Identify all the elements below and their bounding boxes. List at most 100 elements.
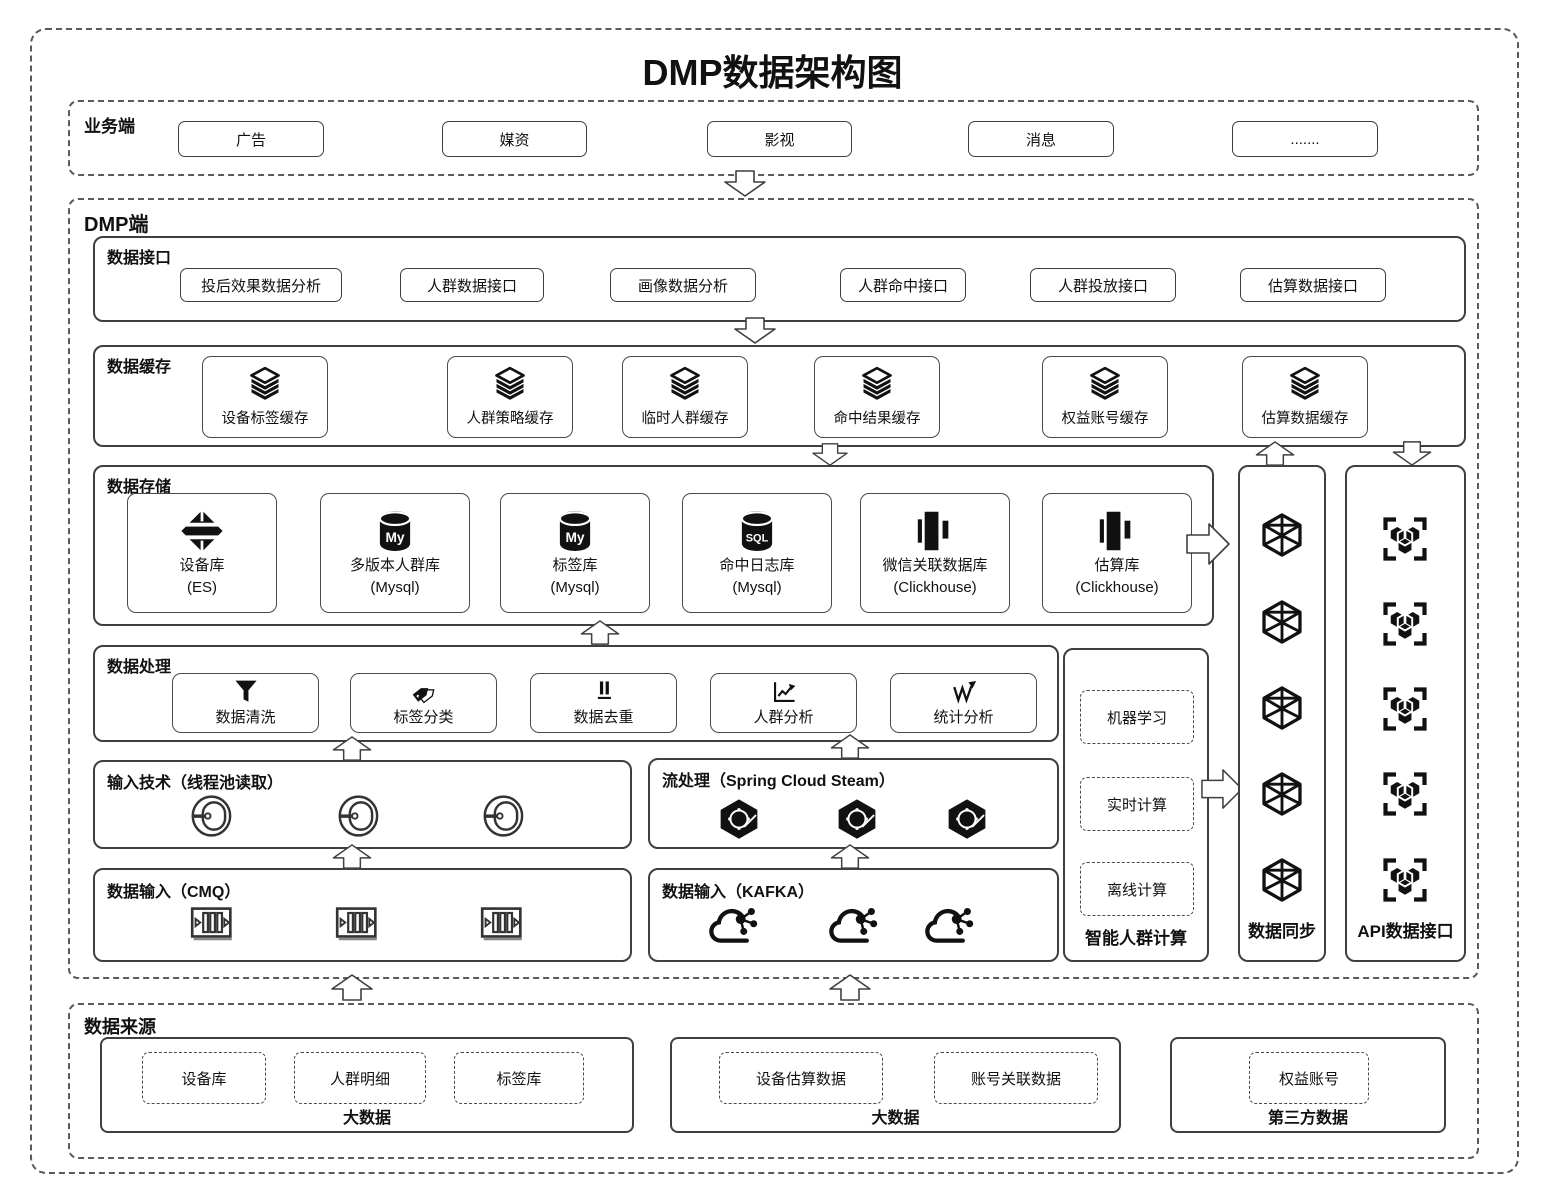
business-item-ad: 广告 [178,121,324,157]
storage-card-tech: (Mysql) [732,579,782,596]
smart-compute-item: 离线计算 [1080,862,1194,916]
layers-stack-icon [492,366,528,404]
source-item: 人群明细 [294,1052,426,1104]
input-kafka-panel: 数据输入（KAFKA） [648,868,1059,962]
cache-card: 权益账号缓存 [1042,356,1168,438]
interface-item: 人群命中接口 [840,268,966,302]
sql-database-icon [735,509,779,553]
processing-card-label: 数据去重 [573,709,634,726]
source-item: 设备估算数据 [719,1052,883,1104]
arrow-up-icon [330,972,374,1003]
cache-card-label: 设备标签缓存 [221,411,309,427]
cache-card: 估算数据缓存 [1242,356,1368,438]
business-item-video: 影视 [707,121,852,157]
storage-card-tech: (Clickhouse) [893,579,977,596]
chart-icon [771,679,797,705]
arrow-up-icon [1253,441,1297,466]
data-storage-label: 数据存储 [107,479,172,496]
input-kafka-label: 数据输入（KAFKA） [662,884,814,901]
interface-item: 画像数据分析 [610,268,756,302]
input-cmq-label: 数据输入（CMQ） [107,884,241,901]
cache-card: 命中结果缓存 [814,356,940,438]
queue-icon [187,902,237,946]
processing-card: 统计分析 [890,673,1037,733]
mysql-icon [373,509,417,553]
thread-pool-icon [479,793,525,839]
business-item-more: ....... [1232,121,1378,157]
source-item: 账号关联数据 [934,1052,1098,1104]
spring-icon [836,798,878,840]
tags-icon [409,679,439,705]
cache-card: 临时人群缓存 [622,356,748,438]
funnel-icon [233,679,259,705]
dmp-panel-label: DMP端 [84,214,149,236]
interface-item: 人群数据接口 [400,268,544,302]
data-interface-label: 数据接口 [107,250,172,267]
dedupe-icon [591,679,617,705]
layers-stack-icon [667,366,703,404]
api-hex-icon [1381,515,1429,563]
cache-card: 人群策略缓存 [447,356,573,438]
interface-item: 人群投放接口 [1030,268,1176,302]
storage-card-name: 多版本人群库 [349,556,440,574]
arrow-up-icon [330,736,374,761]
data-storage-panel: 数据存储 设备库 (ES) 多版本人群库 (Mysql) 标签库 (Mysql)… [93,465,1214,626]
stream-panel: 流处理（Spring Cloud Steam） [648,758,1059,849]
arrow-up-icon [828,972,872,1003]
cube-icon [1259,771,1305,817]
business-item-media: 媒资 [442,121,587,157]
api-hex-icon [1381,770,1429,818]
thread-pool-icon [187,793,233,839]
clickhouse-icon [1095,509,1139,553]
smart-compute-panel: 机器学习 实时计算 离线计算 智能人群计算 [1063,648,1209,962]
layers-stack-icon [1287,366,1323,404]
arrow-up-icon [828,734,872,759]
data-processing-label: 数据处理 [107,659,172,676]
kafka-cloud-icon [922,900,976,946]
cache-card-label: 命中结果缓存 [833,411,921,427]
data-processing-panel: 数据处理 数据清洗 标签分类 数据去重 人群分析 统计分析 [93,645,1059,742]
storage-card: 微信关联数据库 (Clickhouse) [860,493,1010,613]
business-panel-label: 业务端 [84,117,135,136]
processing-card: 数据清洗 [172,673,319,733]
processing-card-label: 统计分析 [933,709,994,726]
clickhouse-icon [913,509,957,553]
processing-card: 人群分析 [710,673,857,733]
cube-icon [1259,512,1305,558]
storage-card-tech: (Mysql) [550,579,600,596]
storage-card: 标签库 (Mysql) [500,493,650,613]
data-source-panel: 数据来源 设备库 人群明细 标签库 大数据 设备估算数据 账号关联数据 大数据 … [68,1003,1479,1159]
source-item: 设备库 [142,1052,266,1104]
storage-card: 多版本人群库 (Mysql) [320,493,470,613]
storage-card-name: 命中日志库 [719,556,795,574]
storage-card: 设备库 (ES) [127,493,277,613]
data-interface-panel: 数据接口 投后效果数据分析 人群数据接口 画像数据分析 人群命中接口 人群投放接… [93,236,1466,322]
source-item: 标签库 [454,1052,584,1104]
arrow-right-icon [1201,766,1243,812]
outer-border [30,28,1519,1174]
cache-card-label: 权益账号缓存 [1061,411,1149,427]
data-source-label: 数据来源 [84,1017,156,1037]
cache-card-label: 人群策略缓存 [466,411,554,427]
arrow-down-icon [1390,441,1434,466]
cache-card-label: 临时人群缓存 [641,411,729,427]
arrow-up-icon [330,844,374,869]
api-label: API数据接口 [1357,922,1454,941]
processing-card: 标签分类 [350,673,497,733]
storage-card-name: 标签库 [552,556,598,574]
arrow-up-icon [578,620,622,645]
arrow-down-icon [733,317,777,344]
cube-icon [1259,599,1305,645]
api-panel: API数据接口 [1345,465,1466,962]
source-item: 权益账号 [1249,1052,1369,1104]
storage-card-name: 微信关联数据库 [882,556,988,574]
source-group-caption: 第三方数据 [1267,1110,1348,1127]
data-cache-panel: 数据缓存 设备标签缓存 人群策略缓存 临时人群缓存 命中结果缓存 权益账号缓存 … [93,345,1466,447]
storage-card-name: 估算库 [1094,556,1140,574]
layers-stack-icon [1087,366,1123,404]
layers-stack-icon [247,366,283,404]
queue-icon [477,902,527,946]
cube-icon [1259,857,1305,903]
cache-card: 设备标签缓存 [202,356,328,438]
